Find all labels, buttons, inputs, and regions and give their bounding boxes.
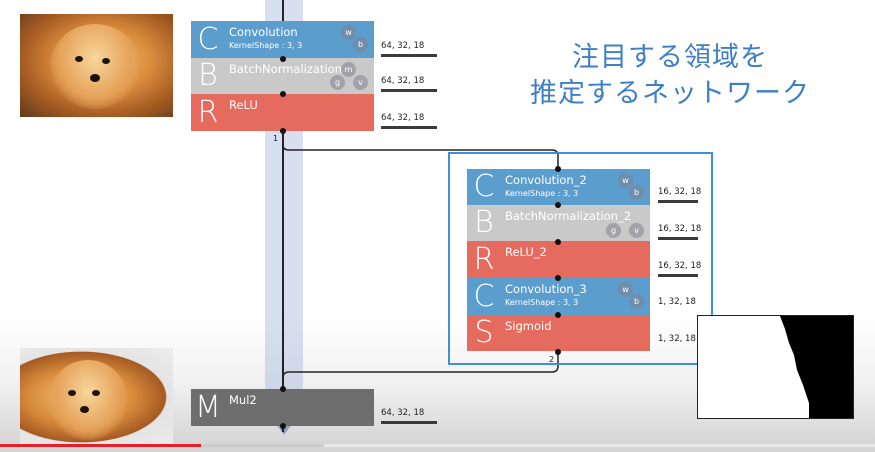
- node-sigmoid[interactable]: S Sigmoid: [467, 315, 650, 351]
- slide-title: 注目する領域を 推定するネットワーク: [500, 40, 840, 112]
- node-letter: C: [473, 169, 495, 204]
- node-mul2[interactable]: M Mul2: [191, 389, 374, 426]
- tensor-shape-label: 64, 32, 18: [381, 76, 425, 86]
- node-sub: KernelShape : 3, 3: [505, 189, 579, 198]
- tensor-shape-bar: [381, 89, 437, 92]
- param-w-icon: w: [618, 282, 633, 297]
- node-batchnormalization-2[interactable]: B BatchNormalization_2 g v: [467, 205, 650, 241]
- node-convolution-2[interactable]: C Convolution_2 KernelShape : 3, 3 w b: [467, 169, 650, 205]
- node-convolution[interactable]: C Convolution KernelShape : 3, 3 w b: [191, 21, 374, 58]
- node-letter: B: [198, 58, 218, 93]
- branch-index-label: 1: [273, 134, 279, 143]
- connector-dot: [555, 349, 561, 355]
- node-relu[interactable]: R ReLU: [191, 94, 374, 131]
- tensor-shape-bar: [381, 54, 437, 57]
- node-name: BatchNormalization_2: [505, 209, 632, 223]
- connector-dot: [555, 312, 561, 318]
- attention-mask-image: [697, 315, 854, 419]
- connector-dot: [555, 239, 561, 245]
- param-g-icon: g: [330, 75, 345, 90]
- slide-title-line1: 注目する領域を: [572, 42, 768, 73]
- connector-dot: [555, 275, 561, 281]
- main-connector-line: [282, 0, 284, 432]
- tensor-shape-bar: [381, 126, 437, 129]
- node-letter: R: [197, 94, 219, 130]
- param-v-icon: v: [353, 75, 368, 90]
- node-name: Mul2: [229, 393, 257, 407]
- node-name: Convolution_2: [505, 173, 587, 187]
- node-relu-2[interactable]: R ReLU_2: [467, 241, 650, 278]
- node-letter: C: [197, 21, 219, 57]
- branch-index-label: 2: [549, 355, 555, 364]
- tensor-shape-label: 64, 32, 18: [381, 113, 425, 123]
- node-name: ReLU_2: [505, 245, 547, 259]
- param-w-icon: w: [618, 173, 633, 188]
- node-name: ReLU: [229, 98, 258, 112]
- node-name: Sigmoid: [505, 319, 552, 333]
- param-b-icon: b: [629, 294, 644, 309]
- node-convolution-3[interactable]: C Convolution_3 KernelShape : 3, 3 w b: [467, 278, 650, 315]
- node-sub: KernelShape : 3, 3: [505, 298, 579, 307]
- node-letter: M: [195, 389, 221, 425]
- connector-dot: [280, 386, 286, 392]
- tensor-shape-bar: [658, 274, 698, 277]
- node-name: BatchNormalization: [229, 62, 342, 76]
- tensor-shape-label: 16, 32, 18: [658, 224, 702, 234]
- node-name: Convolution_3: [505, 282, 587, 296]
- connector-dot: [280, 91, 286, 97]
- dog-photo-bottom: [20, 348, 173, 446]
- param-v-icon: v: [629, 223, 644, 238]
- param-g-icon: g: [606, 223, 621, 238]
- connector-dot: [280, 56, 286, 62]
- node-batchnormalization[interactable]: B BatchNormalization m g v: [191, 58, 374, 94]
- tensor-shape-label: 1, 32, 18: [658, 334, 696, 344]
- video-progress-track[interactable]: [0, 444, 875, 447]
- connector-dot: [280, 423, 286, 429]
- tensor-shape-bar: [658, 200, 698, 203]
- tensor-shape-label: 64, 32, 18: [381, 408, 425, 418]
- node-letter: S: [474, 315, 494, 350]
- tensor-shape-label: 1, 32, 18: [658, 297, 696, 307]
- tensor-shape-label: 64, 32, 18: [381, 41, 425, 51]
- tensor-shape-bar: [658, 237, 698, 240]
- video-progress-fill: [0, 444, 202, 447]
- param-w-icon: w: [341, 25, 356, 40]
- param-b-icon: b: [629, 185, 644, 200]
- node-letter: R: [473, 241, 495, 277]
- connector-dot: [555, 166, 561, 172]
- node-sub: KernelShape : 3, 3: [229, 41, 303, 50]
- node-name: Convolution: [229, 25, 298, 39]
- node-letter: C: [473, 278, 495, 314]
- param-b-icon: b: [353, 37, 368, 52]
- attention-branch-frame: [448, 152, 713, 365]
- param-m-icon: m: [341, 62, 356, 77]
- connector-dot: [555, 202, 561, 208]
- tensor-shape-bar: [381, 421, 437, 424]
- tensor-shape-label: 16, 32, 18: [658, 187, 702, 197]
- dog-photo-top: [20, 14, 173, 117]
- tensor-shape-label: 16, 32, 18: [658, 261, 702, 271]
- slide-title-line2: 推定するネットワーク: [530, 78, 810, 109]
- node-letter: B: [474, 205, 494, 240]
